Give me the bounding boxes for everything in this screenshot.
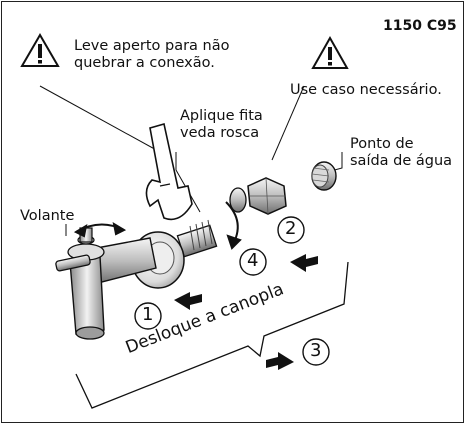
handle-label: Volante — [20, 208, 75, 224]
step-4-label: 4 — [247, 250, 259, 271]
model-code: 1150 C95 — [383, 18, 457, 34]
rotate-arrow-icon — [73, 221, 127, 238]
step-circles — [134, 216, 330, 366]
tape-label: Aplique fita veda rosca — [180, 108, 263, 141]
bracket-line — [75, 261, 349, 409]
warning-triangle-icon — [311, 35, 349, 69]
adapter-nut-icon — [229, 177, 287, 215]
wrench-icon — [145, 122, 193, 221]
faucet-icon — [55, 219, 218, 340]
arrow-icon — [174, 292, 202, 310]
water-outlet-icon — [311, 161, 337, 191]
step-1-label: 1 — [142, 304, 154, 325]
tight-warning-text: Leve aperto para não quebrar a conexão. — [74, 38, 230, 71]
warning-triangle-icon — [20, 33, 60, 67]
arrow-icon — [266, 352, 294, 370]
step-2-label: 2 — [285, 218, 297, 239]
use-if-needed-text: Use caso necessário. — [290, 82, 442, 98]
rotate-arrow-icon — [225, 201, 242, 250]
arrow-icon — [290, 254, 318, 272]
step-3-label: 3 — [310, 340, 322, 361]
water-outlet-label: Ponto de saída de água — [350, 136, 453, 169]
